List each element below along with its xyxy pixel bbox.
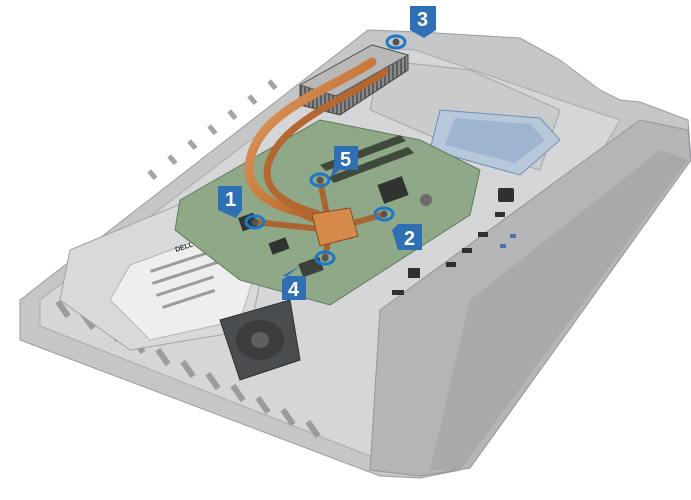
screw-3: [385, 34, 407, 50]
stand-panel-face: [430, 150, 688, 470]
callout-2-label: 2: [404, 228, 415, 250]
callout-5-label: 5: [340, 149, 351, 171]
screw-2: [373, 206, 395, 222]
screw-1: [244, 214, 266, 230]
callout-3-label: 3: [417, 9, 428, 31]
system-fan: [219, 299, 301, 381]
callout-2: 2: [392, 224, 422, 250]
cold-plate: [311, 207, 359, 247]
callout-4: 4: [282, 266, 306, 301]
processor-heatsink: [244, 44, 410, 261]
heat-pipe-1: [244, 57, 377, 235]
screw-5: [309, 172, 331, 188]
callout-4-label: 4: [288, 279, 300, 301]
io-ports: [392, 188, 516, 295]
heat-pipe-2: [263, 68, 389, 240]
vent-slots-top: [147, 79, 278, 181]
callout-3: 3: [410, 6, 436, 38]
chipset: [377, 176, 409, 204]
captive-screws: [244, 34, 407, 266]
drive-bay: [369, 59, 561, 176]
callout-1: 1: [218, 186, 242, 218]
callout-5: 5: [330, 146, 358, 178]
callout-1-label: 1: [225, 189, 236, 211]
screw-4: [314, 250, 336, 266]
